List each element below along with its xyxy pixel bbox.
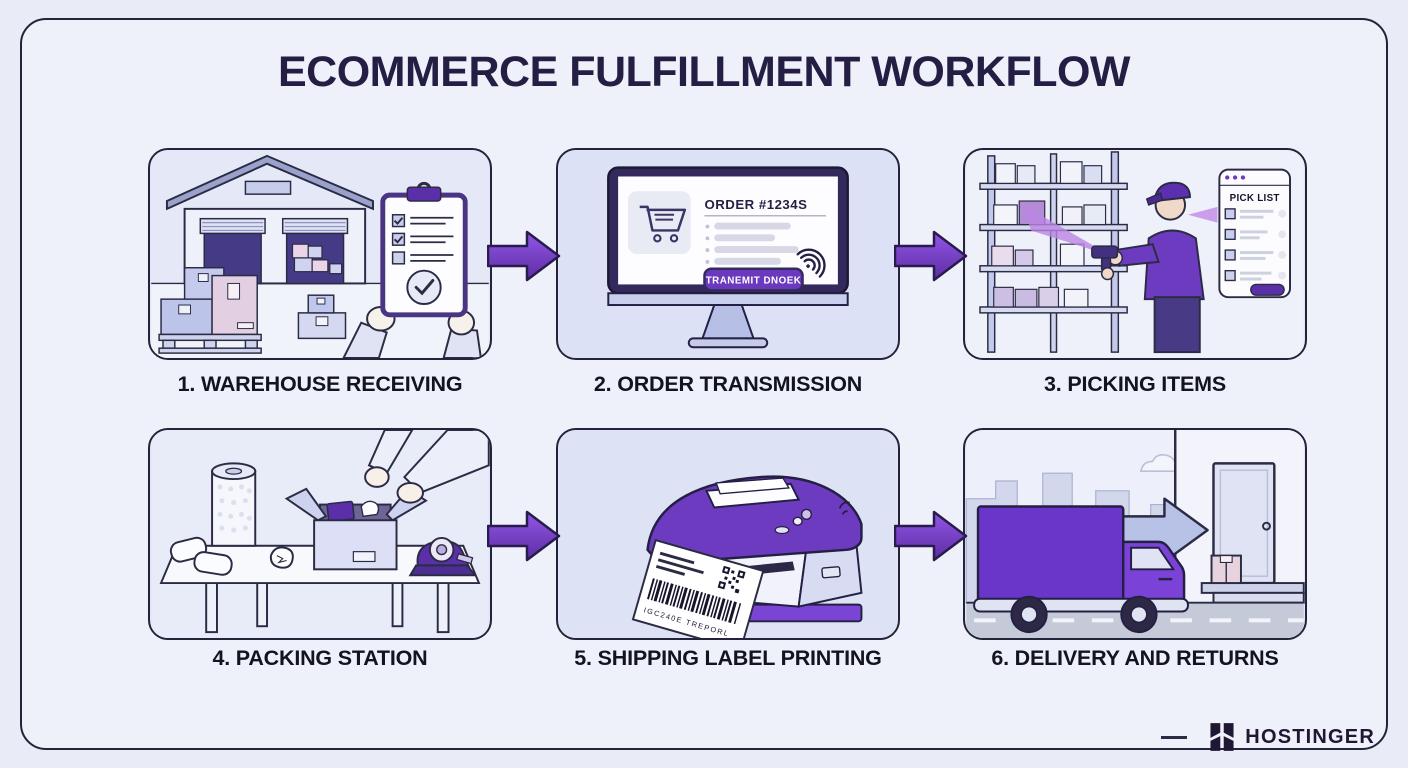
printer-illustration: IGC240E TREPORL [559,430,897,638]
page-title: ECOMMERCE FULFILLMENT WORKFLOW [277,48,1131,96]
footer-brand: HOSTINGER [1161,722,1375,752]
transmit-order-button: TRANEMIT DNOEK [703,267,804,292]
order-heading: ORDER #1234S [704,197,807,212]
caption-shipping-label-printing: 5. SHIPPING LABEL PRINTING [574,646,882,670]
pick-list-card: PICK LIST [1218,168,1291,299]
cart-icon [627,191,691,254]
caption-warehouse-receiving: 1. WAREHOUSE RECEIVING [177,372,463,396]
glance-beam [1187,206,1218,223]
barcode-icon [647,578,742,625]
tissue-paper-icon [360,500,380,518]
panel-picking-items: PICK LIST [963,148,1307,360]
package-icon [1210,554,1242,585]
caption-picking-items: 3. PICKING ITEMS [1044,372,1226,396]
warehouse-illustration [151,150,489,358]
qr-code-icon [717,565,746,594]
monitor-illustration: ORDER #1234S TRANEMIT DNOEK [559,150,897,358]
warehouse-building-icon [165,154,374,285]
scanner-beam [1023,204,1112,256]
panel-warehouse-receiving [148,148,492,360]
delivery-illustration [965,430,1305,638]
pick-list-title: PICK LIST [1230,193,1280,204]
arrow-step2-to-step3 [894,230,968,282]
panel-delivery-returns [963,428,1307,640]
arrow-step5-to-step6 [894,510,968,562]
small-boxes-icon [297,294,347,340]
picking-illustration: PICK LIST [966,150,1304,358]
hostinger-logo-icon [1210,723,1234,751]
clipboard-checklist-icon [342,181,482,358]
pick-list-button [1250,283,1285,296]
boxes-in-door-icon [291,243,343,275]
panel-order-transmission: ORDER #1234S TRANEMIT DNOEK [556,148,900,360]
warehouse-worker-icon [1091,181,1205,354]
tape-dispenser-icon [408,536,478,577]
footer-dash [1161,735,1188,739]
arrow-step1-to-step2 [487,230,561,282]
caption-packing-station: 4. PACKING STATION [212,646,428,670]
order-lines [705,222,799,265]
arrow-step4-to-step5 [487,510,561,562]
brand-name: HOSTINGER [1245,725,1375,748]
delivery-truck-icon [973,505,1189,634]
packing-pouches-icon [169,536,294,576]
hands-icon [364,430,490,504]
caption-order-transmission: 2. ORDER TRANSMISSION [593,372,863,396]
packing-illustration [151,430,490,638]
panel-packing-station [148,428,492,640]
pick-list-rows [1224,208,1287,282]
caption-delivery-returns: 6. DELIVERY AND RETURNS [991,646,1279,670]
pallet-boxes-icon [158,267,262,354]
doorstep-icon [1200,582,1305,604]
panel-shipping-label-printing: IGC240E TREPORL [556,428,900,640]
open-box-icon [284,487,428,571]
svg-text:TRANEMIT DNOEK: TRANEMIT DNOEK [706,275,802,286]
barcode-scanner-icon [1091,245,1119,281]
door-icon [1212,462,1276,585]
bubble-wrap-roll-icon [211,462,257,547]
wifi-icon [796,248,826,278]
